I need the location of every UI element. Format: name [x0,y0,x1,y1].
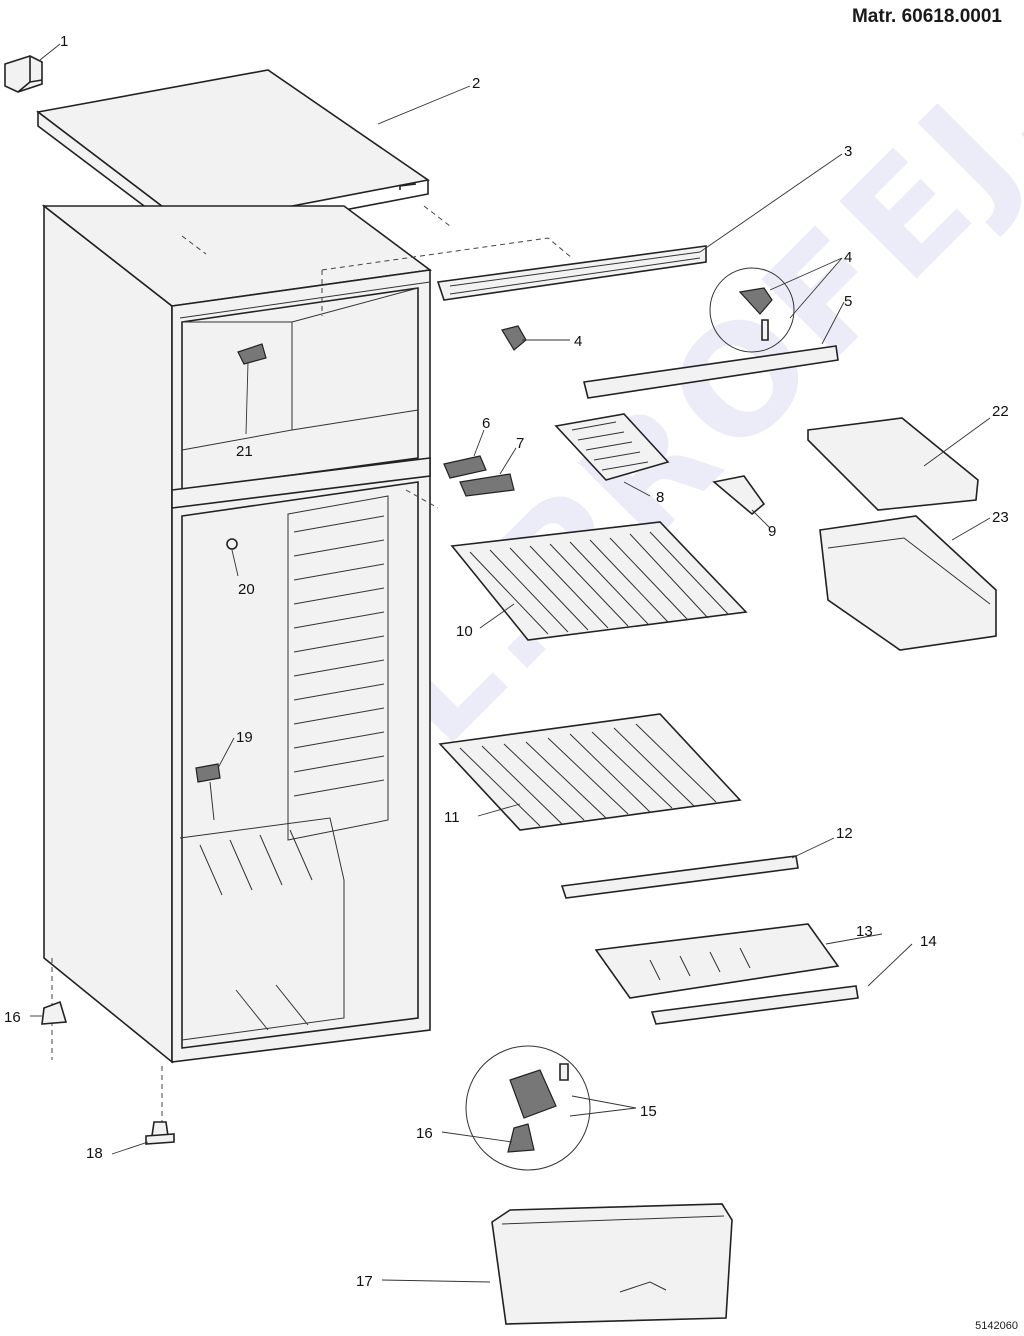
callout-23: 23 [992,509,1009,526]
callout-4a: 4 [844,249,852,266]
part-foot-detail [465,1045,591,1171]
callout-21: 21 [236,443,253,460]
part-wire-shelf-upper [450,521,748,641]
part-top-strip [436,245,707,301]
callout-3: 3 [844,143,852,160]
callout-16b: 16 [416,1125,433,1142]
leader-lines [30,43,991,1283]
document-number: 5142060 [975,1320,1018,1332]
part-glass-shelf [594,923,840,999]
material-number: Matr. 60618.0001 [851,6,1002,27]
callout-17: 17 [356,1273,373,1290]
part-hinges [443,455,515,497]
callout-20: 20 [238,581,255,598]
part-hinge-detail [501,267,795,353]
part-cap [4,55,43,93]
callout-15: 15 [640,1103,657,1120]
callout-19: 19 [236,729,253,746]
part-rail [583,345,839,399]
callout-13: 13 [856,923,873,940]
callout-9: 9 [768,523,776,540]
callout-10: 10 [456,623,473,640]
callout-18: 18 [86,1145,103,1162]
callout-12: 12 [836,825,853,842]
part-crisper-drawer [491,1203,733,1325]
part-drawer-bin [819,515,997,651]
part-wire-shelf-lower [438,713,742,831]
callout-11: 11 [444,809,460,826]
callout-6: 6 [482,415,490,432]
callout-14: 14 [920,933,937,950]
part-scraper [712,475,766,516]
assembly-guides [51,205,573,1124]
callout-4b: 4 [574,333,582,350]
callout-1: 1 [60,33,68,50]
part-glass-trim [650,985,859,1025]
callout-7: 7 [516,435,524,452]
part-feet [41,1000,175,1145]
part-cabinet [41,204,433,1064]
callout-8: 8 [656,489,664,506]
part-shelf-trim [560,855,799,899]
callout-2: 2 [472,75,480,92]
part-small-fittings [195,343,267,821]
callout-16a: 16 [4,1009,21,1026]
callout-5: 5 [844,293,852,310]
part-tray-lid [807,417,979,511]
part-ice-tray [554,413,670,481]
callout-22: 22 [992,403,1009,420]
